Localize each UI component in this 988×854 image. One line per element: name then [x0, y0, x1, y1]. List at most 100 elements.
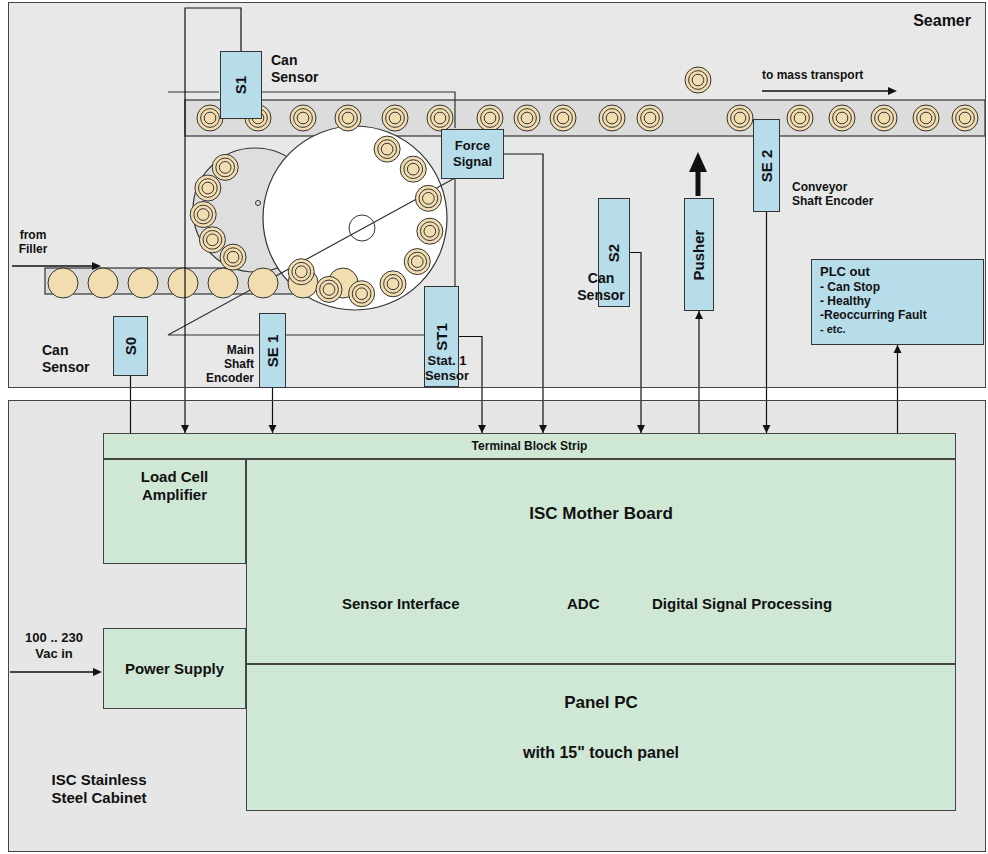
- sensor-label: - Healthy: [820, 294, 975, 308]
- can-sensor: S1Can Sensor: [220, 51, 262, 119]
- can: [48, 268, 78, 298]
- can: [411, 256, 423, 268]
- can: [128, 268, 158, 298]
- sensor-label: Conveyor Shaft Encoder: [792, 180, 874, 209]
- can: [791, 109, 810, 128]
- can: [208, 268, 238, 298]
- can: [420, 222, 439, 241]
- can: [320, 280, 339, 299]
- outfeed-arrow: [762, 90, 888, 91]
- signal-wire: [504, 154, 543, 433]
- signal-wire: [272, 388, 273, 433]
- can: [201, 109, 220, 128]
- flow-label: to mass transport: [762, 68, 863, 82]
- sensor-label: Can Sensor: [42, 342, 102, 376]
- box-label: Pusher: [690, 229, 708, 280]
- pusher-arrow-shaft: [696, 170, 701, 196]
- box-label: Force Signal: [445, 138, 500, 169]
- can: [641, 109, 660, 128]
- can: [342, 112, 354, 124]
- flow-label: 100 .. 230 Vac in: [14, 630, 94, 661]
- cabinet-ground: [8, 400, 986, 852]
- can: [606, 112, 618, 124]
- can: [199, 227, 225, 253]
- can: [408, 252, 427, 271]
- can: [294, 109, 313, 128]
- can: [685, 67, 711, 93]
- sensor-label: Digital Signal Processing: [652, 595, 832, 613]
- can: [920, 112, 932, 124]
- can: [952, 105, 978, 131]
- pusher-box: Pusher: [684, 198, 714, 311]
- can: [219, 162, 231, 174]
- can: [248, 268, 278, 298]
- signal-wire: [630, 253, 641, 434]
- sensor-label: Stat. 1 Sensor: [417, 354, 477, 384]
- can: [731, 109, 750, 128]
- can: [203, 230, 222, 249]
- can: [689, 71, 708, 90]
- signal-wire: [698, 311, 699, 433]
- can: [316, 276, 342, 302]
- can: [956, 109, 975, 128]
- box-label: Terminal Block Strip: [472, 439, 588, 453]
- can: [356, 288, 368, 300]
- can: [913, 105, 939, 131]
- can: [389, 112, 401, 124]
- can: [292, 262, 311, 281]
- sensor-label: with 15" touch panel: [247, 743, 955, 762]
- can: [727, 105, 753, 131]
- can: [220, 244, 246, 270]
- box-label: SE 1: [264, 334, 282, 367]
- power-supply: Power Supply: [103, 628, 246, 709]
- can: [404, 160, 423, 179]
- sensor-label: -Reoccurring Fault: [820, 308, 975, 322]
- can: [917, 109, 936, 128]
- box-label: Seamer: [913, 11, 971, 30]
- can: [419, 189, 438, 208]
- wheel-hub: [256, 201, 261, 206]
- can: [514, 105, 540, 131]
- signal-wire: [130, 376, 131, 433]
- can: [202, 182, 214, 194]
- can: [381, 143, 393, 155]
- panel-pc: Panel PC with 15" touch panel: [246, 664, 956, 811]
- terminal-block: Terminal Block Strip: [103, 433, 956, 459]
- can: [692, 74, 704, 86]
- can: [836, 112, 848, 124]
- can: [554, 109, 573, 128]
- infeed-arrow-head: [92, 262, 101, 270]
- sensor-label: Can Sensor: [571, 270, 631, 304]
- can: [599, 105, 625, 131]
- can: [407, 163, 419, 175]
- can: [335, 105, 361, 131]
- can: [423, 192, 435, 204]
- signal-wire: [897, 345, 898, 433]
- can: [415, 185, 441, 211]
- can: [190, 202, 216, 228]
- amplifier-box: Load Cell Amplifier: [103, 459, 246, 564]
- cabinet-panel: ISC Stainless Steel CabinetTerminal Bloc…: [8, 400, 986, 852]
- can: [959, 112, 971, 124]
- can: [417, 218, 443, 244]
- box-label: S1: [232, 76, 250, 94]
- can: [207, 234, 219, 246]
- box-label: ST1: [433, 323, 451, 351]
- signal-wire: [459, 337, 482, 434]
- box-label: Panel PC: [247, 693, 955, 713]
- can: [477, 105, 503, 131]
- can-sensor: S2Can Sensor: [598, 198, 630, 307]
- can: [484, 112, 496, 124]
- can: [352, 284, 371, 303]
- can: [194, 205, 213, 224]
- can: [204, 112, 216, 124]
- can: [386, 109, 405, 128]
- can: [603, 109, 622, 128]
- can: [787, 105, 813, 131]
- can: [871, 105, 897, 131]
- can: [404, 249, 430, 275]
- sensor-label: - etc.: [820, 323, 975, 336]
- sensor-label: Main Shaft Encoder: [196, 344, 254, 385]
- can: [224, 248, 243, 267]
- sensor-label: Can Sensor: [271, 52, 337, 86]
